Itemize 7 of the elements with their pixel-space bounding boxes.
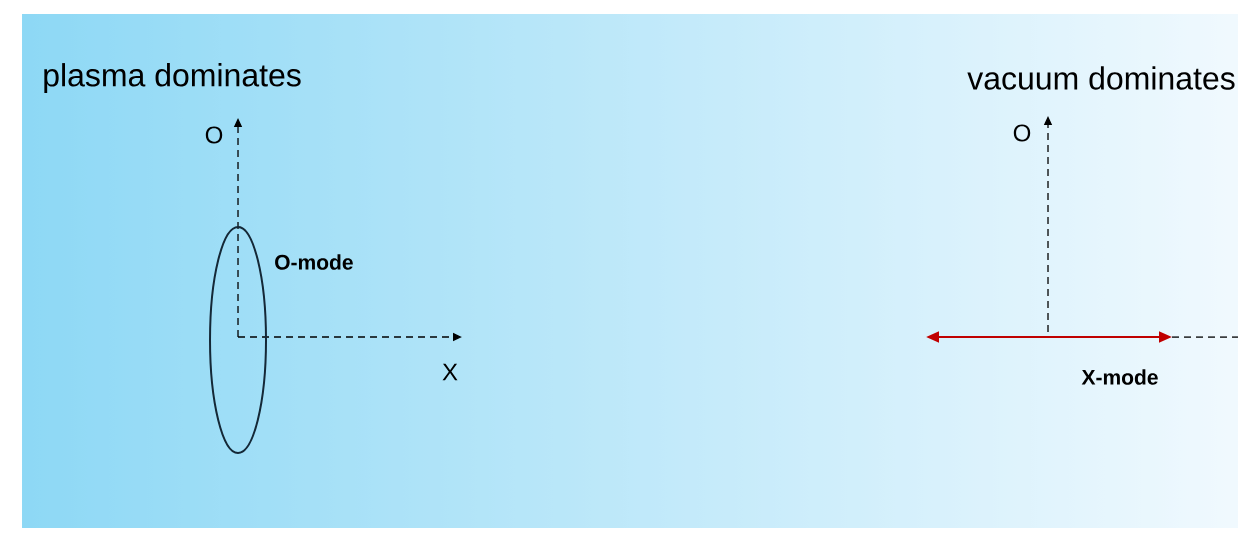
axis-label: O (205, 126, 223, 144)
axis-label: O (1013, 124, 1031, 142)
axis-label: X (442, 363, 458, 381)
panel-heading: plasma dominates (44, 63, 301, 93)
polarization-ellipse (209, 226, 267, 454)
panel-heading: vacuum dominates (967, 66, 1235, 90)
mode-label: X-mode (1081, 369, 1158, 385)
